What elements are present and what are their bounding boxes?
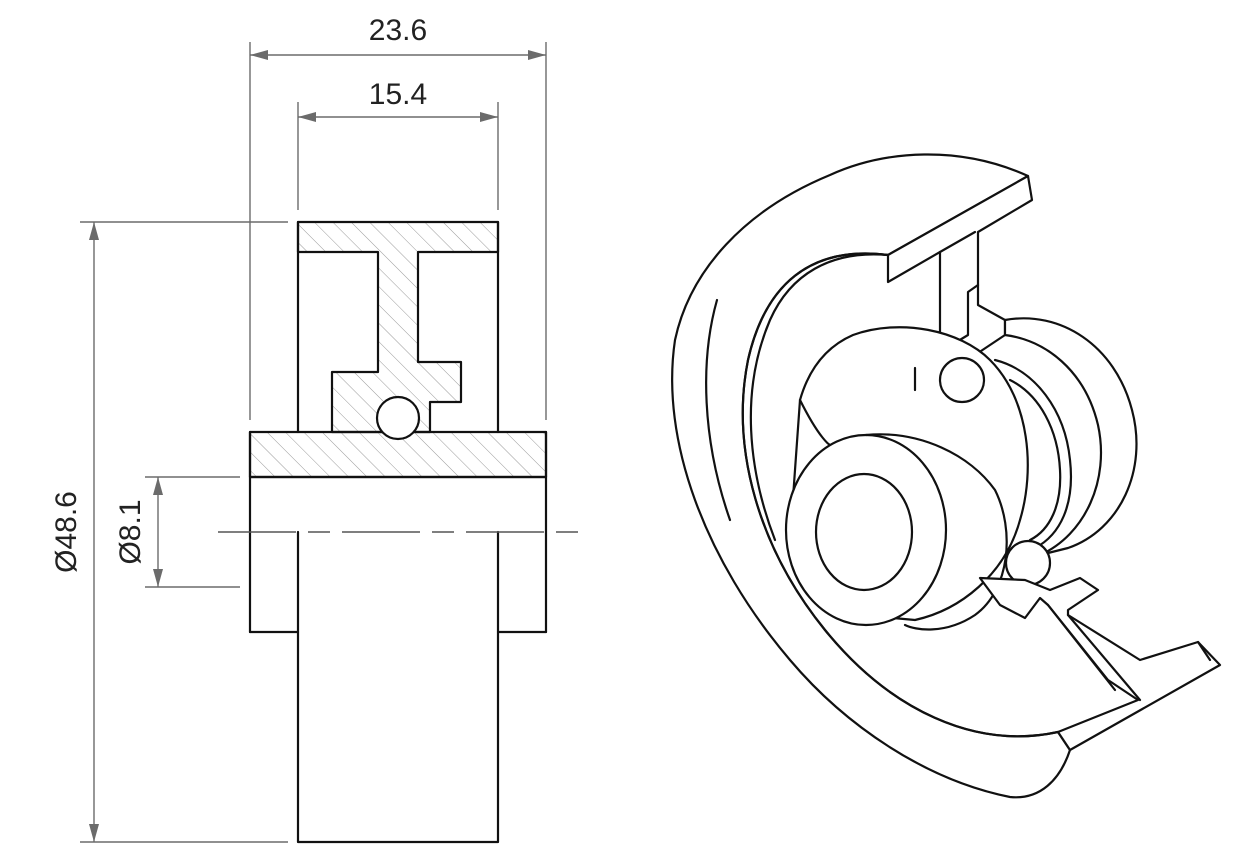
iso-rim-step (749, 253, 890, 542)
iso-hub-face (784, 433, 948, 627)
dim-bore-diameter: Ø8.1 (114, 477, 163, 587)
outer-ring-section (296, 220, 500, 434)
iso-lower-flange-cut (978, 576, 1222, 752)
dim-hub-width: 15.4 (298, 78, 498, 122)
dim-outer-diameter: Ø48.6 (50, 222, 99, 842)
dim-bore-diameter-label: Ø8.1 (114, 499, 147, 564)
iso-hub-side (864, 433, 1008, 631)
dim-overall-width-label: 23.6 (369, 14, 427, 47)
dim-overall-width: 23.6 (250, 14, 546, 60)
iso-upper-ball (938, 356, 986, 404)
iso-rim-back-edge (705, 298, 732, 522)
iso-bore-hole (814, 472, 914, 592)
isometric-cutaway-view (671, 153, 1222, 799)
iso-outer-race (1003, 317, 1138, 557)
section-view: 23.6 15.4 Ø48.6 Ø8.1 (50, 14, 580, 844)
iso-race-groove-2 (1008, 378, 1062, 542)
dim-outer-diameter-label: Ø48.6 (50, 491, 83, 573)
wheel-upper-body (248, 220, 548, 634)
extension-lines (80, 42, 547, 843)
iso-rim-inner-edge (741, 252, 1060, 738)
dim-hub-width-label: 15.4 (369, 78, 427, 111)
bearing-ball (375, 395, 421, 441)
iso-lower-web (1046, 603, 1212, 702)
iso-race-groove (993, 358, 1072, 550)
wheel-lower-body (296, 530, 500, 844)
